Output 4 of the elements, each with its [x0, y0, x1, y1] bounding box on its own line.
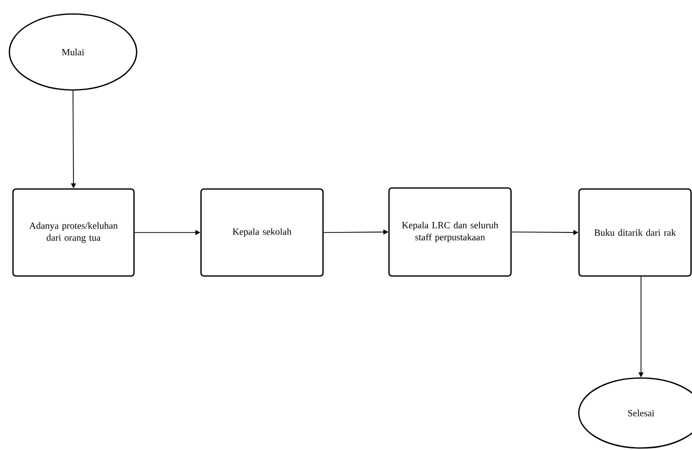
process-box: Buku ditarik dari rak — [578, 188, 692, 277]
process-box: Kepala sekolah — [200, 188, 324, 277]
process-box: Adanya protes/keluhan dari orang tua — [12, 188, 135, 277]
process-box: Kepala LRC dan seluruh staff perpustakaan — [388, 187, 512, 277]
